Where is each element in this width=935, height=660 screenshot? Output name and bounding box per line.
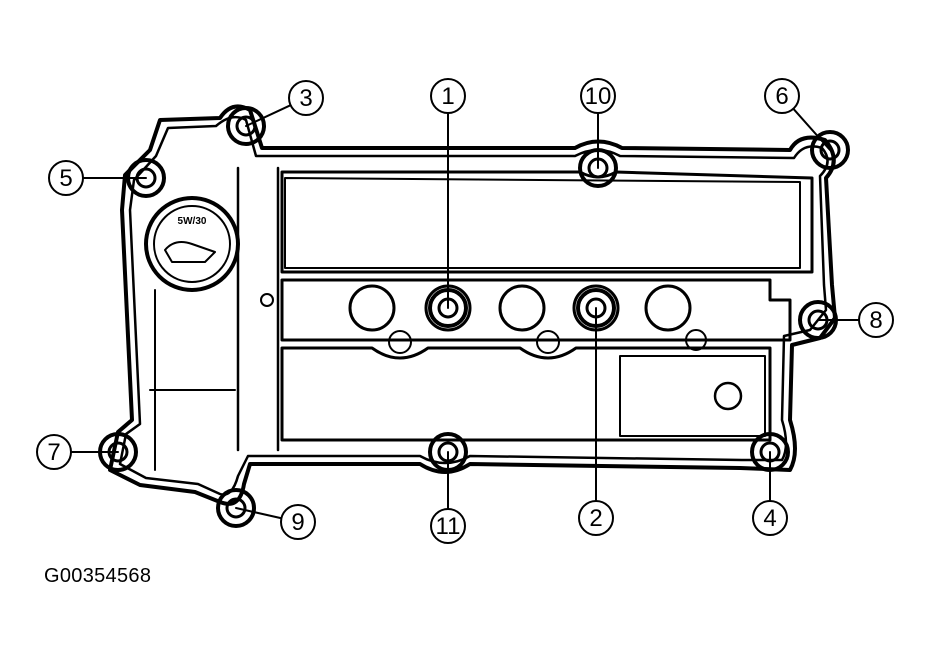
bolt-5-head bbox=[135, 167, 157, 189]
callout-label-2: 2 bbox=[589, 505, 602, 532]
bolt-4-boss bbox=[750, 432, 790, 472]
callout-circle-7 bbox=[36, 434, 72, 470]
callout-circle-2 bbox=[578, 500, 614, 536]
bolt-9-boss bbox=[216, 488, 256, 528]
plug-hole-5 bbox=[644, 284, 692, 332]
bolt-10-boss bbox=[578, 148, 618, 188]
cap-text: 5W/30 bbox=[178, 216, 207, 227]
bolt-5-boss bbox=[126, 158, 166, 198]
bolt-9-head bbox=[225, 497, 247, 519]
callout-circle-11 bbox=[430, 508, 466, 544]
bolt-10-head bbox=[587, 157, 609, 179]
callout-circle-9 bbox=[280, 504, 316, 540]
bolt-3-boss bbox=[226, 106, 266, 146]
plug-hole-1 bbox=[348, 284, 396, 332]
callout-circle-1 bbox=[430, 78, 466, 114]
callout-label-8: 8 bbox=[869, 307, 882, 334]
bolt-11-head bbox=[437, 441, 459, 463]
bolt-1-boss bbox=[428, 288, 468, 328]
bolt-8-boss bbox=[798, 300, 838, 340]
plug-openings bbox=[260, 284, 743, 411]
bolt-2-head bbox=[585, 297, 607, 319]
callout-label-11: 11 bbox=[436, 513, 461, 540]
callout-label-7: 7 bbox=[47, 439, 60, 466]
bolt-7-boss bbox=[98, 432, 138, 472]
callout-circle-10 bbox=[580, 78, 616, 114]
bolt-8-head bbox=[807, 309, 829, 331]
callout-circle-5 bbox=[48, 160, 84, 196]
callout-label-6: 6 bbox=[775, 83, 788, 110]
bolt-callouts: 1 2 3 4 5 6 7 8 9 10 11 bbox=[36, 78, 894, 544]
bolt-1-head bbox=[437, 297, 459, 319]
callout-circle-4 bbox=[752, 500, 788, 536]
callout-label-5: 5 bbox=[59, 165, 72, 192]
bolt-7-head bbox=[107, 441, 129, 463]
callout-circle-8 bbox=[858, 302, 894, 338]
bolt-6-boss bbox=[810, 130, 850, 170]
oil-filler-cap: 5W/30 bbox=[144, 196, 240, 292]
callout-label-10: 10 bbox=[585, 83, 612, 110]
bolt-6-head bbox=[819, 139, 841, 161]
callout-circle-3 bbox=[288, 80, 324, 116]
callout-label-1: 1 bbox=[441, 83, 454, 110]
callout-label-4: 4 bbox=[763, 505, 776, 532]
bolt-2-boss bbox=[576, 288, 616, 328]
figure-id: G00354568 bbox=[44, 565, 152, 587]
bolt-11-boss bbox=[428, 432, 468, 472]
callout-label-3: 3 bbox=[299, 85, 312, 112]
callout-label-9: 9 bbox=[291, 509, 304, 536]
bolt-3-head bbox=[235, 115, 257, 137]
cam-area bbox=[149, 166, 814, 471]
bolt-4-head bbox=[759, 441, 781, 463]
plug-hole-3 bbox=[498, 284, 546, 332]
callout-circle-6 bbox=[764, 78, 800, 114]
cover-outline bbox=[108, 104, 837, 506]
